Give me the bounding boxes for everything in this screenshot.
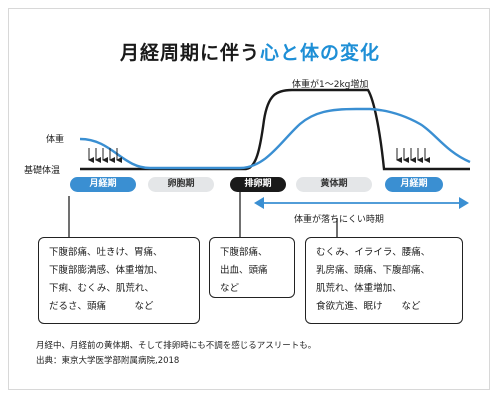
frame [8,8,490,390]
caption-note: 月経中、月経前の黄体期、そして排卵時にも不調を感じるアスリートも。 [36,341,317,351]
phase-menstrual-1: 月経期 [70,177,136,192]
phase-follicular: 卵胞期 [148,177,214,192]
weight-label: 体重 [46,135,65,145]
symptoms-menstrual-box: 下腹部痛、吐きけ、胃痛、 下腹部膨満感、体重増加、 下痢、むくみ、肌荒れ、 だる… [38,237,200,324]
bbt-label: 基礎体温 [24,166,61,176]
bbt-line [80,88,470,171]
symptom-line: 下痢、むくみ、肌荒れ、 [49,283,154,294]
source-note: 出典：東京大学医学部附属病院,2018 [36,356,180,366]
symptom-line: むくみ、イライラ、腰痛、 [316,247,431,258]
phase-menstrual-2: 月経期 [385,177,443,192]
phase-ovulation: 排卵期 [230,177,286,192]
symptom-line: 下腹部痛、 [220,247,268,258]
symptom-line: 肌荒れ、体重増加、 [316,283,402,294]
weight-hard-arrow [254,197,469,209]
title-part-2: 心と体の変化 [260,42,381,64]
symptoms-ovulation-box: 下腹部痛、 出血、頭痛 など [209,237,295,298]
symptom-line: 出血、頭痛 [220,265,268,276]
symptom-line: 食欲亢進、眠け など [316,301,421,312]
symptom-line: 下腹部痛、吐きけ、胃痛、 [49,247,163,258]
symptom-line: 下腹部膨満感、体重増加、 [49,265,164,276]
phase-luteal: 黄体期 [296,177,372,192]
symptoms-luteal-box: むくみ、イライラ、腰痛、 乳房痛、頭痛、下腹部痛、 肌荒れ、体重増加、 食欲亢進… [305,237,463,324]
weight-line [79,107,471,170]
weight-hard-label: 体重が落ちにくい時期 [294,215,384,225]
weight-gain-label: 体重が1～2kg増加 [292,80,369,90]
title-part-1: 月経周期に伴う [119,42,260,64]
symptom-line: など [220,283,240,294]
menstrual-arrows-left [88,148,122,163]
menstrual-arrows-right [396,148,430,163]
page-title: 月経周期に伴う心と体の変化 [0,38,500,65]
symptom-line: だるさ、頭痛 など [49,301,154,312]
symptom-line: 乳房痛、頭痛、下腹部痛、 [316,265,431,276]
